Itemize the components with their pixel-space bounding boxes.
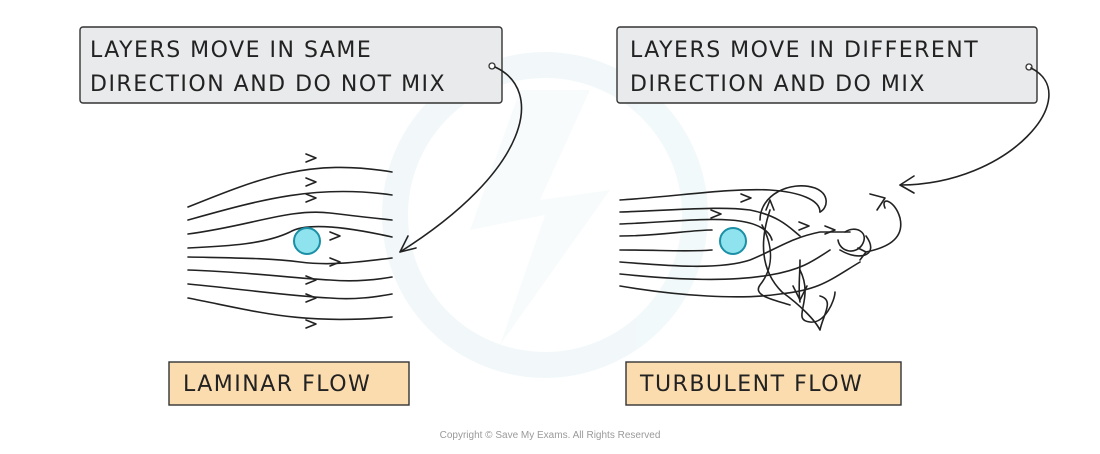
laminar-label: LAMINAR FLOW: [168, 361, 410, 406]
laminar-pin-dot: [488, 62, 496, 70]
laminar-note-line1: LAYERS MOVE IN SAME: [90, 38, 372, 63]
turbulent-pointer-arrow: [899, 67, 1050, 186]
turbulent-note-line1: LAYERS MOVE IN DIFFERENT: [630, 38, 979, 63]
laminar-streamlines: [187, 153, 393, 329]
copyright-text: Copyright © Save My Exams. All Rights Re…: [440, 430, 661, 441]
laminar-obstacle: [293, 227, 321, 255]
laminar-label-text: LAMINAR FLOW: [183, 372, 371, 397]
turbulent-note-line2: DIRECTION AND DO MIX: [630, 72, 926, 97]
laminar-note: LAYERS MOVE IN SAME DIRECTION AND DO NOT…: [79, 26, 503, 104]
turbulent-label: TURBULENT FLOW: [625, 361, 902, 406]
laminar-note-line2: DIRECTION AND DO NOT MIX: [90, 72, 446, 97]
turbulent-pin-dot: [1025, 63, 1033, 71]
turbulent-pointer-arrowhead: [899, 175, 915, 194]
turbulent-obstacle: [719, 227, 747, 255]
turbulent-streamlines: [619, 185, 902, 331]
watermark-logo: [382, 52, 708, 378]
laminar-pointer-arrow: [399, 66, 523, 253]
turbulent-note: LAYERS MOVE IN DIFFERENT DIRECTION AND D…: [616, 26, 1038, 104]
turbulent-label-text: TURBULENT FLOW: [639, 372, 863, 397]
laminar-pointer-arrowhead: [399, 235, 417, 253]
